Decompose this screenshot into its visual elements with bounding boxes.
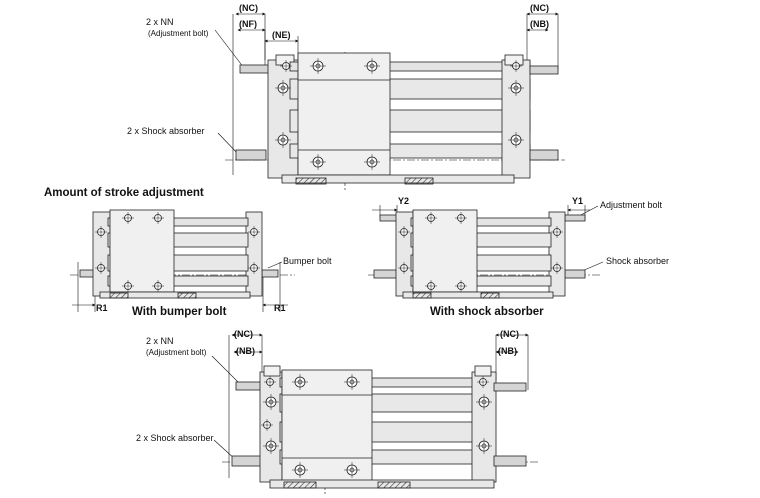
y2-label: Y2 bbox=[398, 196, 410, 206]
stroke-adjustment-heading: Amount of stroke adjustment bbox=[44, 187, 204, 199]
bumper-bolt-label: Bumper bolt bbox=[283, 256, 332, 266]
top-ne-label: (NE) bbox=[272, 30, 291, 40]
bottom-nn-label: 2 x NN bbox=[146, 336, 174, 346]
top-nc-right-label: (NC) bbox=[530, 3, 549, 13]
bottom-view-drawing bbox=[211, 333, 540, 496]
shock-adjustment-bolt-label: Adjustment bolt bbox=[600, 200, 663, 210]
y1-label: Y1 bbox=[572, 196, 584, 206]
bottom-nb-right-label: (NB) bbox=[498, 346, 517, 356]
top-view-drawing bbox=[214, 12, 565, 190]
bottom-nc-right-label: (NC) bbox=[500, 329, 519, 339]
r1-left-label: R1 bbox=[96, 303, 108, 313]
shock-absorber-caption: With shock absorber bbox=[430, 306, 544, 318]
top-nn-label: 2 x NN bbox=[146, 17, 174, 27]
top-nb-right-label: (NB) bbox=[530, 19, 549, 29]
bottom-nc-left-label: (NC) bbox=[234, 329, 253, 339]
top-nf-label: (NF) bbox=[239, 19, 257, 29]
top-adjustment-bolt-label: (Adjustment bolt) bbox=[148, 29, 209, 38]
r1-right-label: R1 bbox=[274, 303, 286, 313]
bottom-shock-absorber-label: 2 x Shock absorber bbox=[136, 433, 214, 443]
bottom-nb-left-label: (NB) bbox=[236, 346, 255, 356]
top-nc-left-label: (NC) bbox=[239, 3, 258, 13]
bottom-adjustment-bolt-label: (Adjustment bolt) bbox=[146, 348, 207, 357]
bumper-bolt-caption: With bumper bolt bbox=[132, 306, 227, 318]
shock-absorber-drawing bbox=[368, 205, 604, 299]
shock-absorber-label: Shock absorber bbox=[606, 256, 670, 266]
top-shock-absorber-label: 2 x Shock absorber bbox=[127, 126, 205, 136]
bumper-bolt-drawing bbox=[70, 209, 295, 312]
